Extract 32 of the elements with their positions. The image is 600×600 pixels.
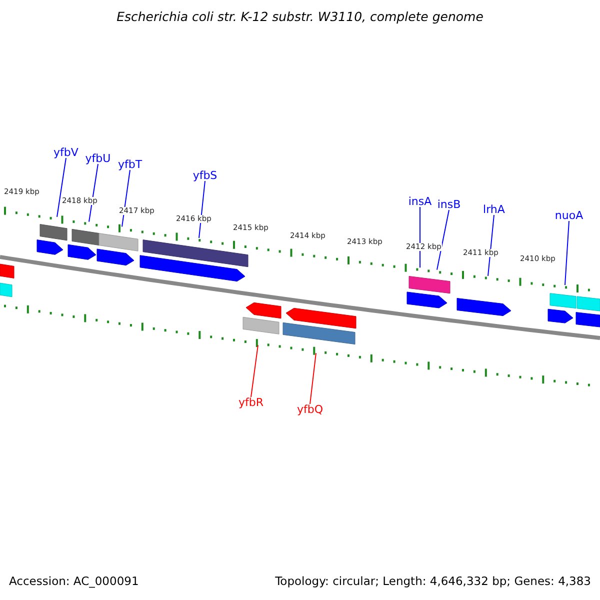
leader-line (488, 214, 494, 276)
title: Escherichia coli str. K-12 substr. W3110, complete genome (116, 11, 484, 24)
gene-feature-pointed (246, 302, 282, 319)
gene-label: yfbU (85, 153, 111, 164)
accession-text: Accession: AC_000091 (9, 576, 139, 588)
gene-feature (550, 293, 576, 309)
leader-line (88, 164, 98, 222)
leader-line (122, 170, 130, 228)
genome-info-text: Topology: circular; Length: 4,646,332 bp; Genes: 4,383 (275, 576, 591, 588)
gene-label: lrhA (483, 204, 505, 215)
gene-label: nuoA (554, 210, 584, 221)
scale-ruler (4, 304, 590, 386)
gene-feature-pointed (406, 292, 448, 308)
gene-label: yfbR (238, 397, 264, 408)
gene-label: yfbT (118, 159, 142, 170)
leader-line (56, 158, 66, 218)
gene-feature (576, 296, 600, 312)
gene-feature (0, 282, 12, 298)
leader-line (250, 344, 258, 398)
gene-label: yfbQ (296, 404, 324, 415)
leader-line (436, 210, 450, 270)
gene-label: yfbS (192, 170, 218, 181)
gene-feature (0, 264, 14, 278)
gene-label: insB (437, 199, 461, 210)
gene-feature-pointed (456, 298, 512, 316)
leader-line (198, 180, 206, 238)
leader-line (310, 352, 316, 404)
gene-feature (576, 312, 600, 328)
scale-ruler (4, 206, 590, 292)
gene-label: insA (408, 196, 432, 207)
leader-line (564, 220, 570, 286)
gene-label: yfbV (54, 147, 78, 158)
